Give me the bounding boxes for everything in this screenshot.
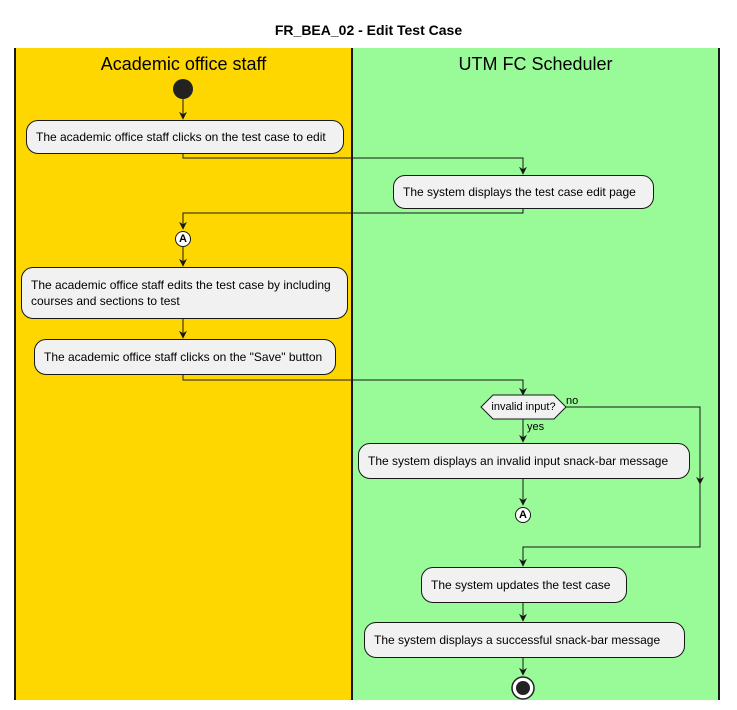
step-success-message: The system displays a successful snack-b… — [364, 622, 685, 658]
edge-merge-to-update — [519, 484, 701, 567]
step-edit-test-case: The academic office staff edits the test… — [21, 267, 348, 319]
lane-title-staff: Academic office staff — [100, 54, 267, 74]
edge-edit-page-to-connector — [179, 208, 524, 230]
step-click-save: The academic office staff clicks on the … — [34, 339, 336, 375]
edge-save-to-decision — [182, 375, 527, 396]
step-invalid-message: The system displays an invalid input sna… — [358, 443, 690, 479]
decision-no-label: no — [566, 395, 579, 407]
edge-click-to-edit-page — [182, 153, 527, 175]
decision-yes-label: yes — [527, 421, 545, 433]
step-click-test-case: The academic office staff clicks on the … — [26, 120, 344, 154]
diagram-title: FR_BEA_02 - Edit Test Case — [274, 22, 463, 38]
connector-a: A — [175, 231, 191, 247]
step-update-test-case: The system updates the test case — [421, 567, 627, 603]
lane-title-system: UTM FC Scheduler — [458, 54, 613, 74]
edge-no-branch — [566, 406, 704, 485]
end-node-inner — [516, 681, 530, 695]
connector-a-target: A — [515, 507, 531, 523]
lane-border-right — [718, 48, 720, 700]
decision-question: invalid input? — [491, 401, 556, 413]
decision-diamond — [480, 394, 567, 420]
start-node — [173, 79, 193, 99]
lane-border-left — [14, 48, 16, 700]
step-display-edit-page: The system displays the test case edit p… — [393, 175, 654, 209]
lane-border-middle — [351, 48, 353, 700]
